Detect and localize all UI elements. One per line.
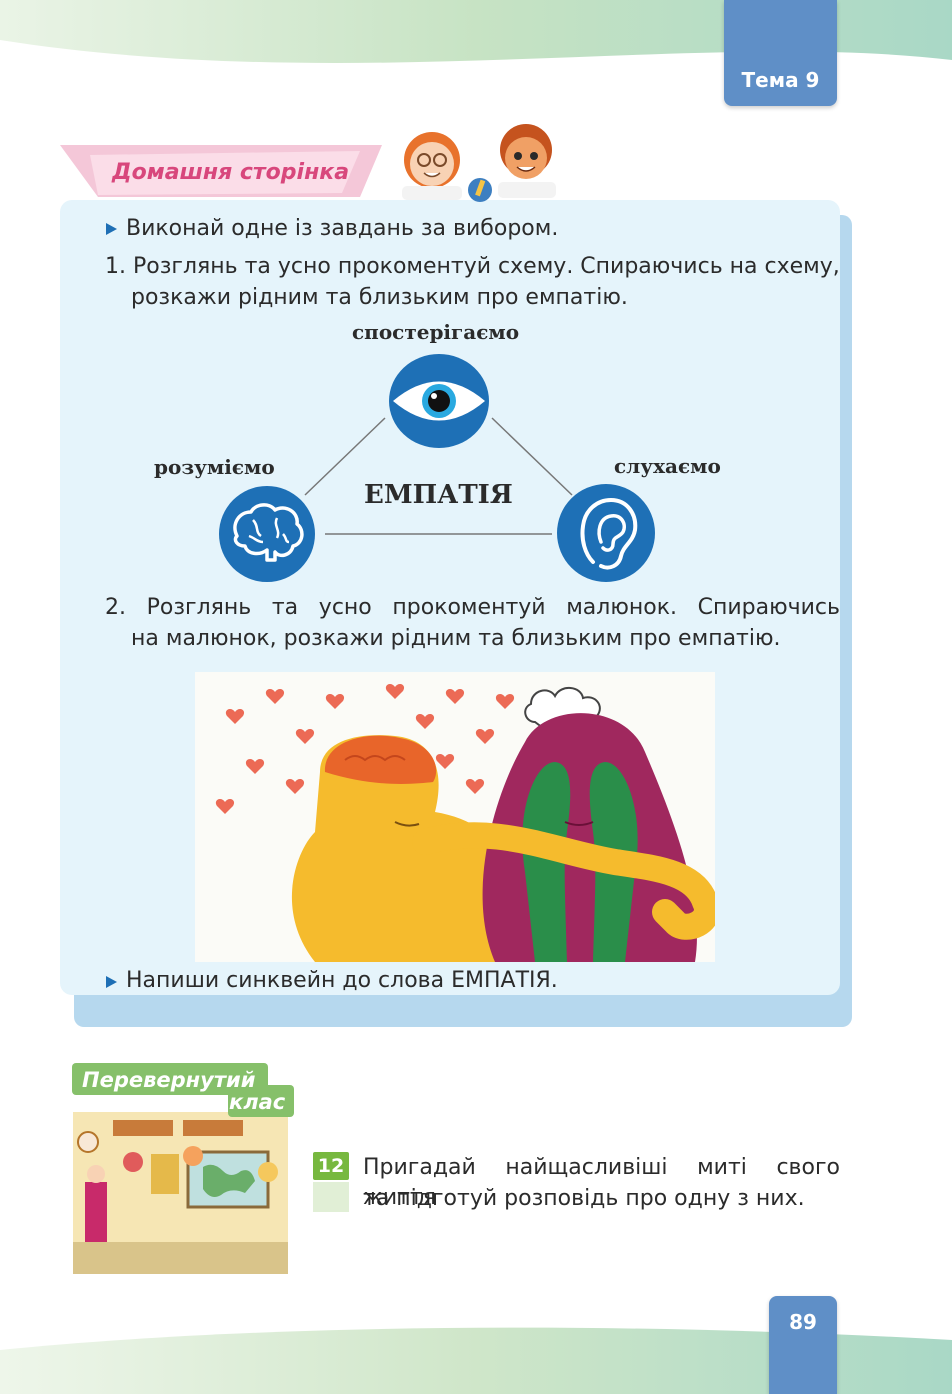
- task12-line1: Пригадай найщасливіші миті свого життя: [363, 1155, 840, 1210]
- topic-label: Тема 9: [741, 68, 820, 92]
- flipped-class-label-line1: Перевернутий: [82, 1068, 256, 1092]
- eye-circle: [389, 354, 489, 448]
- flipped-class-illustration: [73, 1112, 288, 1274]
- topic-tab: Тема 9: [724, 0, 837, 106]
- intro-text: Виконай одне із завдань за вибором.: [126, 216, 559, 241]
- task2-line2: на малюнок, розкажи рідним та близьким п…: [131, 626, 781, 651]
- task1-line1: 1. Розглянь та усно прокоментуй схему. С…: [105, 254, 840, 279]
- eye-icon: [393, 381, 485, 421]
- home-banner: [60, 145, 382, 197]
- home-banner-title: Домашня сторінка: [112, 160, 350, 185]
- brain-circle: [219, 486, 315, 582]
- task-number: 12: [317, 1155, 345, 1177]
- task-number-badge: 12: [313, 1152, 349, 1212]
- diagram-left-label: розуміємо: [154, 455, 275, 479]
- empathy-diagram: [304, 417, 573, 535]
- task12-line2: та підготуй розповідь про одну з них.: [363, 1186, 805, 1211]
- page-number: 89: [789, 1310, 817, 1334]
- ear-icon: [580, 497, 638, 570]
- connector-line: [491, 417, 573, 496]
- bullet-icon: [106, 976, 117, 988]
- task2-line1: 2. Розглянь та усно прокоментуй малюнок.…: [105, 595, 840, 620]
- page-number-tab: 89: [769, 1296, 837, 1394]
- kids-illustration: [402, 124, 556, 202]
- empathy-illustration: [195, 672, 715, 962]
- flipped-class-label-line2: клас: [229, 1090, 286, 1114]
- flipped-class-label-bg: [72, 1063, 294, 1117]
- brain-icon: [233, 503, 304, 562]
- diagram-top-label: спостерігаємо: [352, 320, 520, 344]
- hearts-decoration: [215, 684, 515, 814]
- task1-line2: розкажи рідним та близьким про емпатію.: [131, 285, 628, 310]
- diagram-right-label: слухаємо: [614, 454, 721, 478]
- top-wave-decoration: [0, 0, 952, 63]
- diagram-center-label: ЕМПАТІЯ: [364, 480, 513, 510]
- final-note-text: Напиши синквейн до слова ЕМПАТІЯ.: [126, 968, 558, 993]
- bottom-wave-decoration: [0, 1327, 952, 1394]
- ear-circle: [557, 484, 655, 582]
- bullet-icon: [106, 223, 117, 235]
- connector-line: [304, 417, 386, 496]
